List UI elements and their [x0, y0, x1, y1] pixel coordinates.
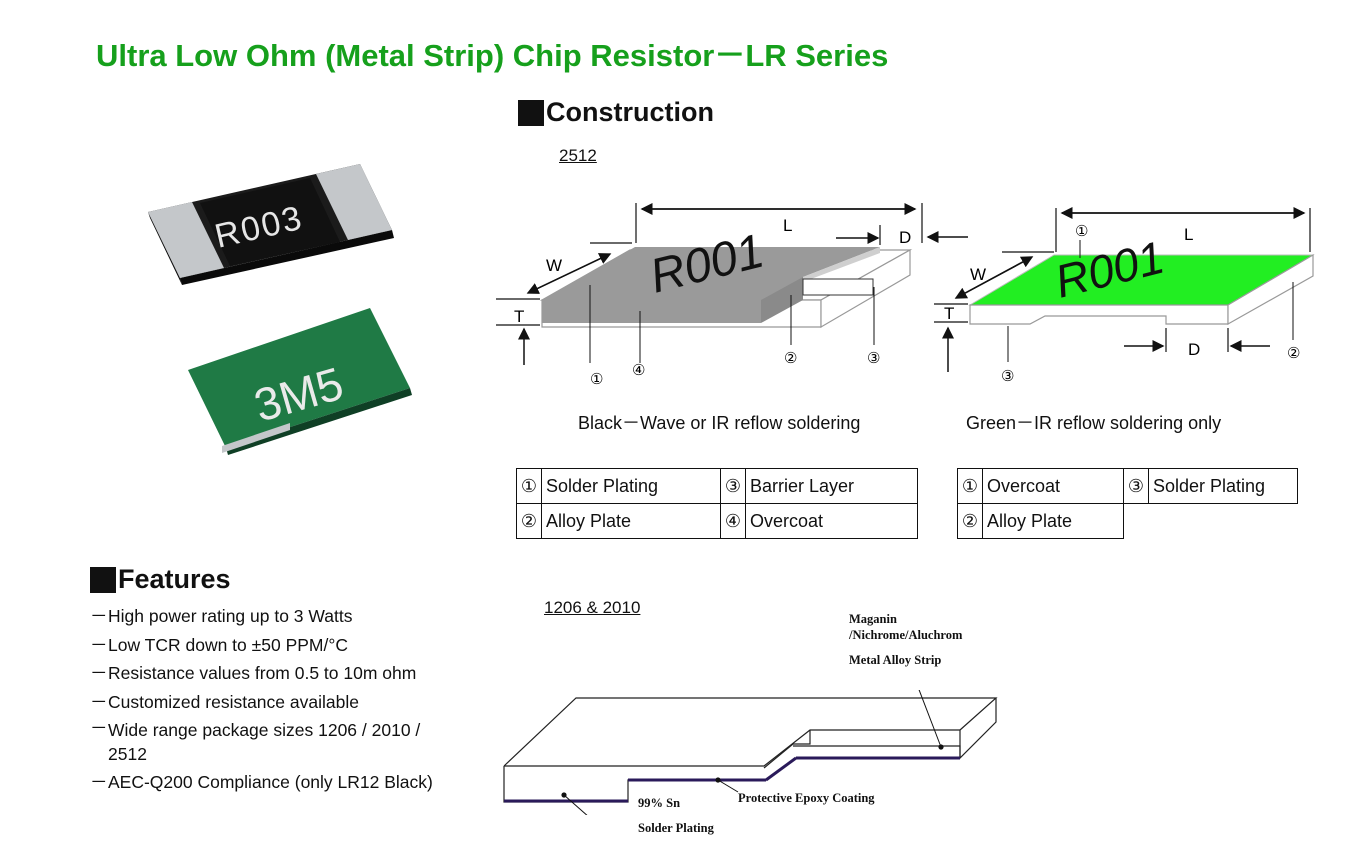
- metal-alloy-strip-label: Metal Alloy Strip: [849, 653, 942, 667]
- features-heading: Features: [90, 564, 231, 595]
- product-photos: R003 3M5: [148, 164, 412, 455]
- table-cell-label: Barrier Layer: [745, 468, 918, 504]
- table-cell-num: ②: [516, 503, 542, 539]
- black-parts-table: ① Solder Plating ③ Barrier Layer ② Alloy…: [516, 468, 918, 539]
- table-cell-num: ③: [720, 468, 746, 504]
- table-cell-label: Alloy Plate: [982, 503, 1124, 539]
- list-item: －Customized resistance available: [90, 691, 359, 712]
- solder-plating-label: Solder Plating: [638, 821, 714, 835]
- callout-1: ①: [590, 371, 603, 388]
- black-chip-photo: R003: [148, 164, 394, 285]
- table-cell-label: Solder Plating: [541, 468, 721, 504]
- dim-D: D: [899, 228, 911, 247]
- epoxy-coating-label: Protective Epoxy Coating: [738, 791, 875, 805]
- table-cell-num: ①: [957, 468, 983, 504]
- table-cell-num: ①: [516, 468, 542, 504]
- green-dim-W: W: [970, 265, 986, 284]
- callout-2: ②: [784, 350, 797, 367]
- green-dim-T: T: [944, 304, 954, 323]
- table-row: ② Alloy Plate ④ Overcoat: [516, 503, 918, 539]
- heading-square-icon: [518, 99, 544, 126]
- material-label-1: Maganin: [849, 612, 897, 626]
- callout-4: ④: [632, 362, 645, 379]
- page-title: Ultra Low Ohm (Metal Strip) Chip Resisto…: [96, 38, 889, 73]
- green-caption: Green－IR reflow soldering only: [966, 413, 1222, 433]
- table-cell-label: Alloy Plate: [541, 503, 721, 539]
- table-row: ② Alloy Plate: [957, 503, 1298, 539]
- table-cell-num: ②: [957, 503, 983, 539]
- construction-heading: Construction: [518, 97, 714, 128]
- black-caption: Black－Wave or IR reflow soldering: [578, 413, 861, 433]
- table-row: ① Solder Plating ③ Barrier Layer: [516, 468, 918, 504]
- list-item: －Wide range package sizes 1206 / 2010 / …: [90, 718, 421, 764]
- table-row: ① Overcoat ③ Solder Plating: [957, 468, 1298, 504]
- table-cell-label: Solder Plating: [1148, 468, 1298, 504]
- features-list: －High power rating up to 3 Watts －Low TC…: [90, 602, 468, 797]
- black-chip-diagram: R001 L D W T ① ④ ② ③: [496, 203, 968, 388]
- cross-section-diagram: [503, 690, 998, 815]
- green-callout-3: ③: [1001, 368, 1014, 385]
- list-item: －High power rating up to 3 Watts: [90, 606, 353, 626]
- green-parts-table: ① Overcoat ③ Solder Plating ② Alloy Plat…: [957, 468, 1298, 539]
- dim-W: W: [546, 256, 562, 275]
- green-callout-2: ②: [1287, 345, 1300, 362]
- table-cell-empty: [1123, 503, 1298, 539]
- green-chip-photo: 3M5: [188, 308, 412, 455]
- dim-T: T: [514, 307, 524, 326]
- dim-L: L: [783, 216, 792, 235]
- size-2512-label: 2512: [559, 146, 597, 165]
- list-item: －Resistance values from 0.5 to 10m ohm: [90, 663, 417, 683]
- material-label-2: /Nichrome/Aluchrom: [849, 628, 963, 642]
- green-callout-1: ①: [1075, 223, 1088, 240]
- green-dim-D: D: [1188, 340, 1200, 359]
- table-cell-label: Overcoat: [982, 468, 1124, 504]
- heading-square-icon: [90, 566, 116, 593]
- table-cell-label: Overcoat: [745, 503, 918, 539]
- table-cell-num: ④: [720, 503, 746, 539]
- list-item: －Low TCR down to ±50 PPM/°C: [90, 634, 348, 655]
- list-item: －AEC-Q200 Compliance (only LR12 Black): [90, 772, 433, 792]
- size-1206-2010-label: 1206 & 2010: [544, 598, 641, 617]
- table-cell-num: ③: [1123, 468, 1149, 504]
- sn-label: 99% Sn: [638, 796, 681, 810]
- green-chip-diagram: R001 L ① W T D ③ ②: [934, 207, 1315, 385]
- callout-3: ③: [867, 350, 880, 367]
- green-dim-L: L: [1184, 225, 1193, 244]
